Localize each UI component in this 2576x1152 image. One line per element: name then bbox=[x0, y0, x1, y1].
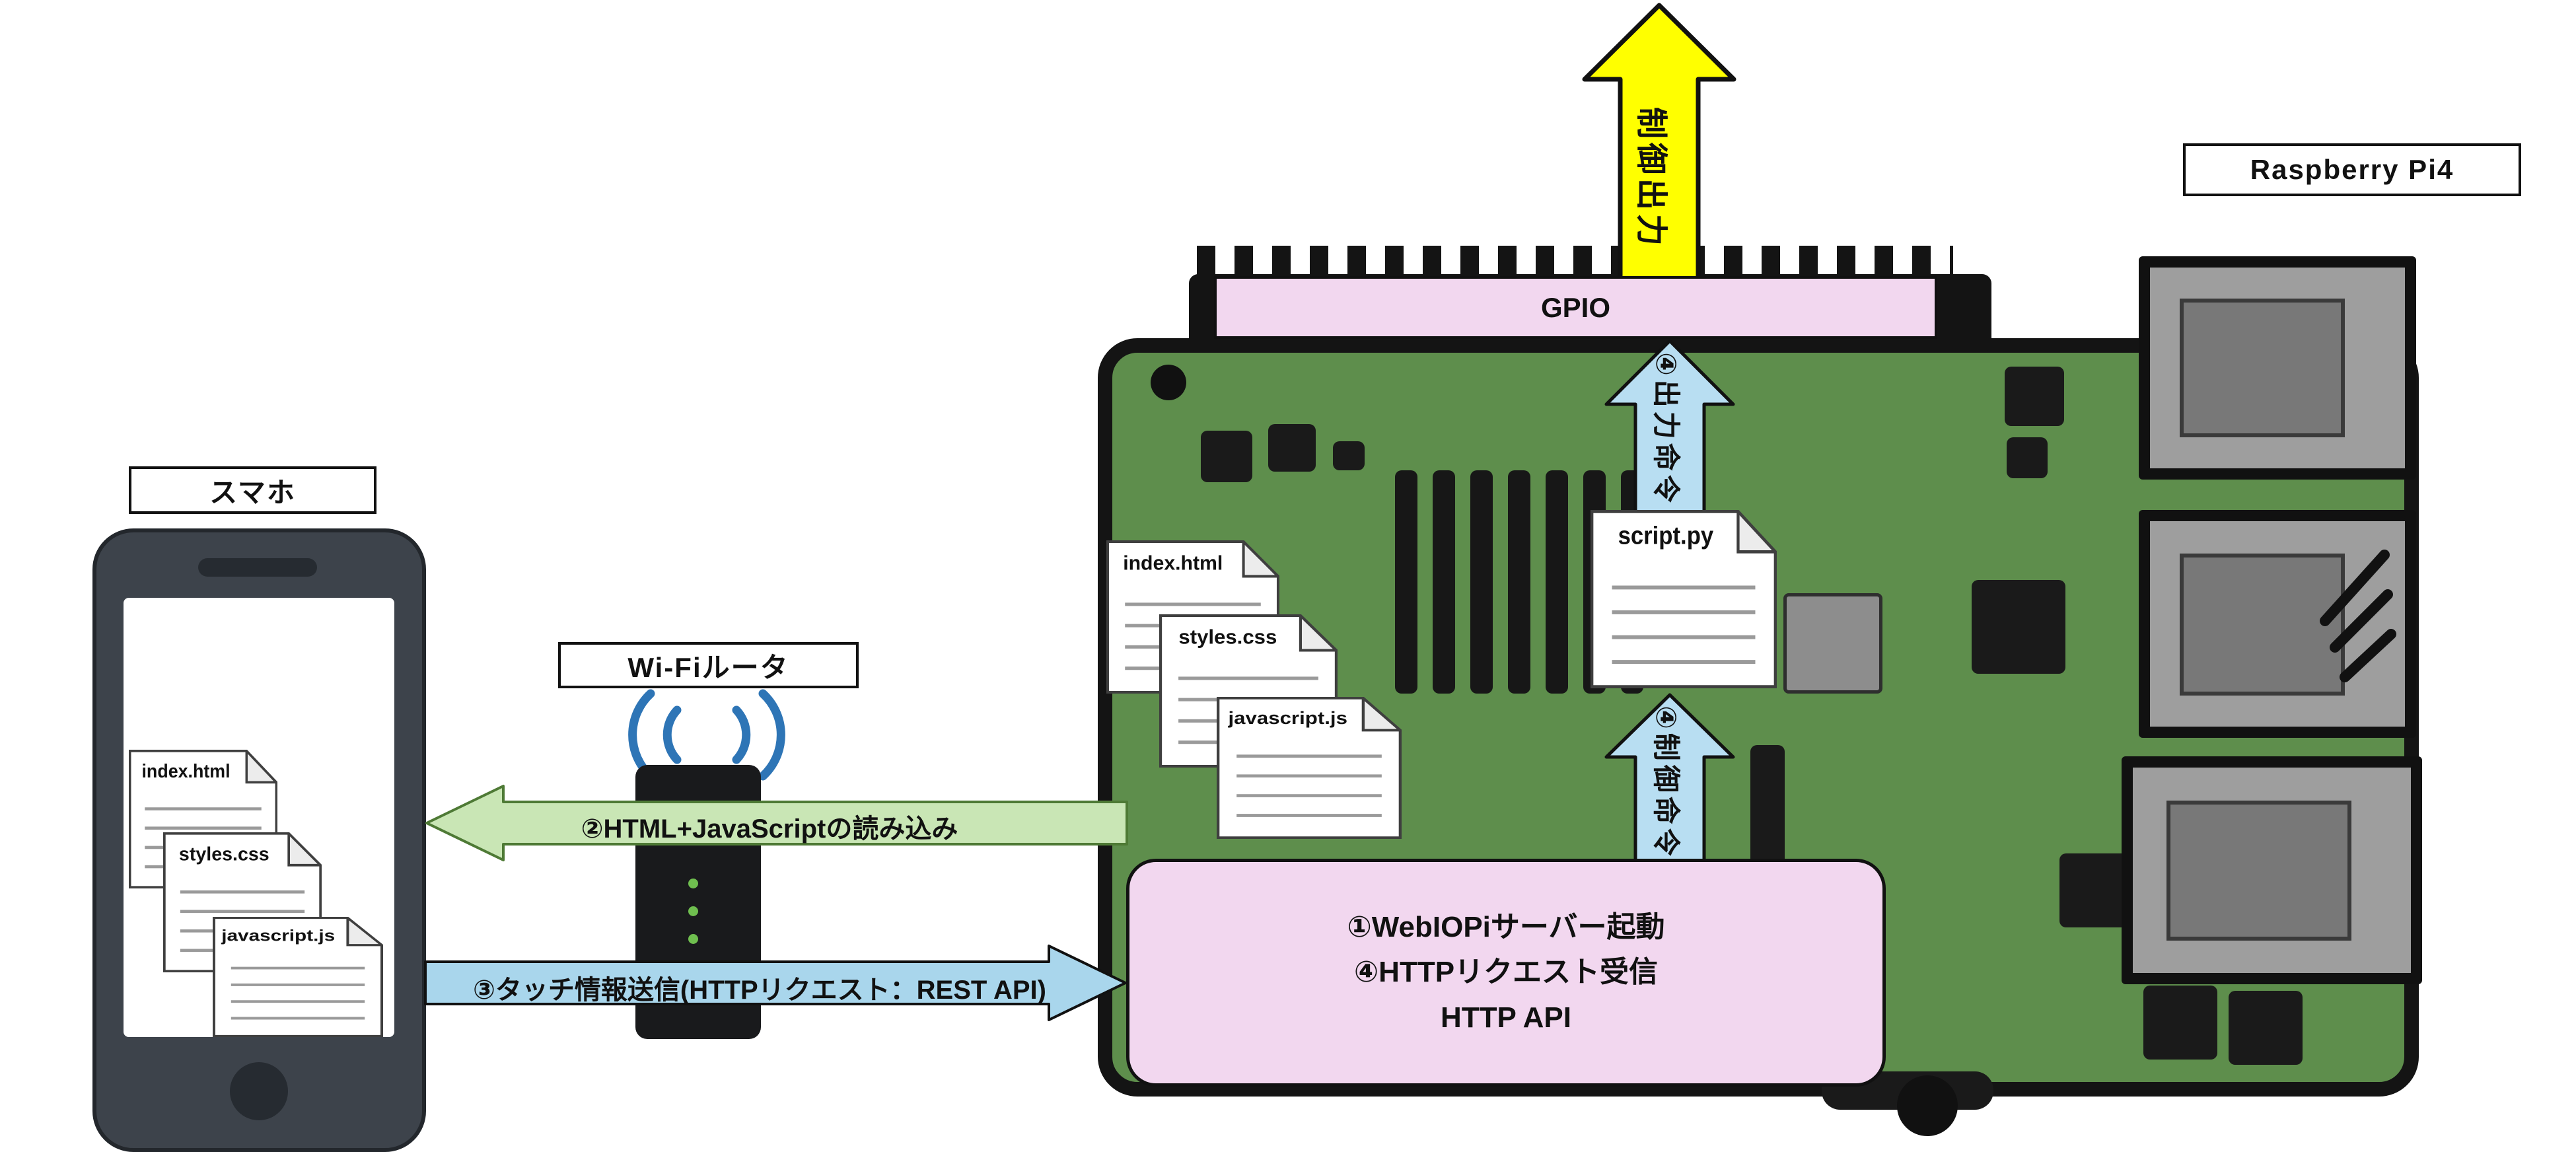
smartphone-label: スマホ bbox=[129, 466, 376, 514]
mounting-hole bbox=[1151, 365, 1186, 400]
send-touch-arrow bbox=[424, 945, 1127, 1021]
file-icon-script-py: script.py bbox=[1591, 510, 1777, 688]
smartphone-label-text: スマホ bbox=[209, 476, 296, 508]
chip bbox=[2229, 991, 2303, 1065]
usb-port-opening bbox=[2180, 554, 2345, 696]
file-name: javascript.js bbox=[221, 927, 335, 944]
phone-home-button bbox=[230, 1062, 288, 1120]
file-name: index.html bbox=[141, 760, 230, 781]
port-clip-marks bbox=[2320, 550, 2396, 682]
chip bbox=[1750, 745, 1785, 867]
control-command-arrow-label: ④制御命令 bbox=[1651, 705, 1682, 860]
usb-port-opening bbox=[2180, 299, 2345, 437]
control-output-arrow bbox=[1582, 3, 1736, 281]
raspberry-pi-label: Raspberry Pi4 bbox=[2183, 143, 2521, 196]
gpio-header-pins bbox=[1197, 246, 1953, 277]
output-command-arrow-label: ④出力命令 bbox=[1651, 352, 1682, 507]
file-icon-javascript-js-pi: javascript.js bbox=[1217, 697, 1402, 839]
phone-speaker bbox=[198, 558, 317, 577]
soc-chip bbox=[1972, 580, 2065, 674]
webiopi-server-box: ①WebIOPiサーバー起動 ④HTTPリクエスト受信 HTTP API bbox=[1126, 859, 1886, 1087]
wifi-signal-icon bbox=[628, 689, 785, 781]
chip bbox=[2059, 853, 2133, 927]
file-name: styles.css bbox=[1178, 626, 1277, 648]
chip bbox=[1268, 424, 1316, 472]
file-icon-javascript-js-phone: javascript.js bbox=[213, 917, 383, 1037]
server-box-line3: HTTP API bbox=[1440, 1001, 1572, 1034]
server-box-line1: ①WebIOPiサーバー起動 bbox=[1347, 911, 1665, 944]
ethernet-port-opening bbox=[2166, 801, 2351, 941]
chip bbox=[2005, 367, 2064, 426]
chip bbox=[2007, 437, 2048, 478]
chip-grey bbox=[1783, 593, 1882, 694]
gpio-bar: GPIO bbox=[1214, 276, 1937, 339]
file-name: styles.css bbox=[179, 844, 269, 865]
load-html-arrow bbox=[425, 785, 1128, 861]
control-output-arrow-label: 制御出力 bbox=[1633, 106, 1668, 250]
router-led bbox=[688, 906, 698, 916]
chip bbox=[2143, 986, 2217, 1060]
camera-connector bbox=[1897, 1075, 1958, 1136]
file-name: javascript.js bbox=[1227, 709, 1347, 729]
file-name: index.html bbox=[1123, 552, 1223, 574]
router-led bbox=[688, 879, 698, 888]
send-touch-arrow-label: ③タッチ情報送信(HTTPリクエスト：REST API) bbox=[473, 976, 1046, 1005]
load-html-arrow-label: ②HTML+JavaScriptの読み込み bbox=[581, 814, 958, 844]
output-command-arrow bbox=[1604, 339, 1735, 515]
wifi-router-label-text: Wi-Fiルータ bbox=[627, 651, 789, 683]
router-led bbox=[688, 934, 698, 944]
server-box-line2: ④HTTPリクエスト受信 bbox=[1353, 956, 1659, 989]
file-name: script.py bbox=[1618, 521, 1714, 550]
control-command-arrow bbox=[1604, 693, 1735, 861]
chip bbox=[1333, 441, 1365, 470]
heatsink bbox=[1395, 470, 1643, 694]
gpio-bar-label: GPIO bbox=[1540, 291, 1611, 323]
wifi-router-label: Wi-Fiルータ bbox=[558, 642, 859, 688]
chip bbox=[1201, 431, 1252, 482]
raspberry-pi-label-text: Raspberry Pi4 bbox=[2250, 154, 2454, 185]
